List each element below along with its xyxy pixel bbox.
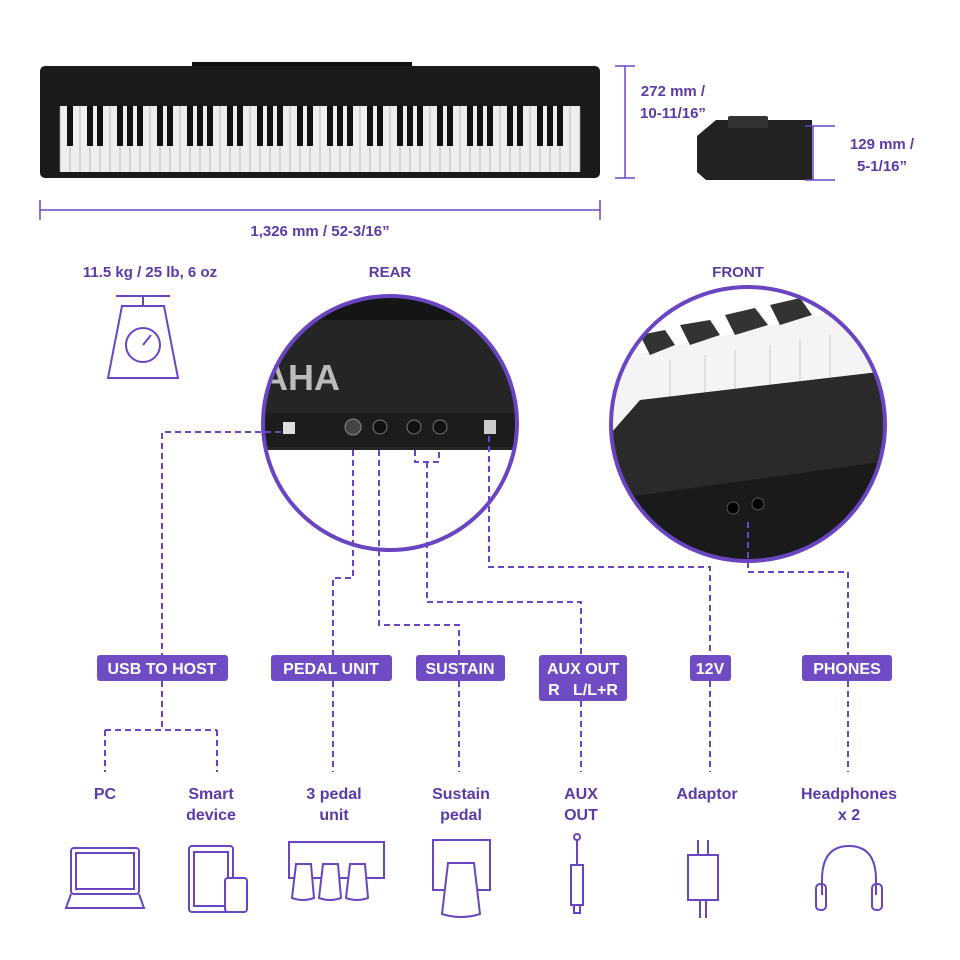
piano-top-view <box>40 62 600 178</box>
device-label-headphones-2: x 2 <box>838 807 860 824</box>
black-key <box>227 106 233 146</box>
rear-heading: REAR <box>369 264 412 281</box>
black-key <box>477 106 483 146</box>
badge-sublabel: R L/L+R <box>548 682 618 699</box>
black-key <box>367 106 373 146</box>
aux-l-port <box>432 419 448 435</box>
black-key <box>187 106 193 146</box>
black-key <box>197 106 203 146</box>
black-key <box>257 106 263 146</box>
width-label: 1,326 mm / 52-3/16” <box>250 223 389 240</box>
badge-label: 12V <box>696 661 725 678</box>
tablet-phone-icon <box>188 845 248 913</box>
dc-in-port <box>484 420 496 434</box>
black-key <box>447 106 453 146</box>
black-key <box>397 106 403 146</box>
black-key <box>237 106 243 146</box>
front-panel-closeup <box>609 285 887 563</box>
piano-side-view: 129 mm / 5-1/16” <box>697 116 915 181</box>
yamaha-logo: AHA <box>262 357 340 398</box>
usb-port <box>283 422 295 434</box>
black-key <box>537 106 543 146</box>
device-label-aux-2: OUT <box>564 807 598 824</box>
black-key <box>507 106 513 146</box>
depth-label-1: 129 mm / <box>850 136 915 153</box>
depth-label-2: 5-1/16” <box>857 158 907 175</box>
black-key <box>327 106 333 146</box>
black-key <box>117 106 123 146</box>
black-key <box>67 106 73 146</box>
device-label-pc: PC <box>94 786 117 803</box>
badge-label: PEDAL UNIT <box>283 661 379 678</box>
sustain-port <box>372 419 388 435</box>
aux-r-port <box>406 419 422 435</box>
badge-phones: PHONES <box>802 655 892 681</box>
device-label-smart-1: Smart <box>188 786 234 803</box>
device-label-pedal-2: unit <box>319 807 349 824</box>
black-key <box>547 106 553 146</box>
rear-panel-closeup: AHA <box>261 294 519 552</box>
badge-label: USB TO HOST <box>107 661 216 678</box>
phones-jack-1 <box>726 501 740 515</box>
scale-icon <box>106 295 180 379</box>
black-key <box>87 106 93 146</box>
black-key <box>417 106 423 146</box>
badge-label: PHONES <box>813 661 881 678</box>
badge-pedal-unit: PEDAL UNIT <box>271 655 392 681</box>
audio-jack-icon <box>570 833 584 914</box>
black-key <box>307 106 313 146</box>
device-label-sustain-1: Sustain <box>432 786 490 803</box>
black-key <box>517 106 523 146</box>
badge-sustain: SUSTAIN <box>416 655 505 681</box>
black-key <box>337 106 343 146</box>
width-dimension: 1,326 mm / 52-3/16” <box>39 200 601 240</box>
black-key <box>157 106 163 146</box>
black-key <box>487 106 493 146</box>
black-key <box>207 106 213 146</box>
device-label-pedal-1: 3 pedal <box>306 786 361 803</box>
device-label-sustain-2: pedal <box>440 807 482 824</box>
black-key <box>347 106 353 146</box>
weight-label: 11.5 kg / 25 lb, 6 oz <box>83 264 217 281</box>
black-key <box>377 106 383 146</box>
black-key <box>467 106 473 146</box>
badge-usb-to-host: USB TO HOST <box>97 655 228 681</box>
front-heading: FRONT <box>712 264 764 281</box>
power-adaptor-icon <box>687 840 719 918</box>
phones-jack-2 <box>751 497 765 511</box>
laptop-icon <box>64 847 146 909</box>
height-dimension: 272 mm / 10-11/16” <box>615 65 706 179</box>
pedal-unit-icon <box>288 841 385 901</box>
device-label-adaptor: Adaptor <box>676 786 737 803</box>
sustain-pedal-icon <box>432 839 491 918</box>
height-label-2: 10-11/16” <box>640 105 706 122</box>
black-key <box>297 106 303 146</box>
pedal-port <box>344 418 362 436</box>
black-key <box>167 106 173 146</box>
black-key <box>407 106 413 146</box>
badge-aux-out: AUX OUT R L/L+R <box>539 655 627 701</box>
black-key <box>557 106 563 146</box>
black-key <box>277 106 283 146</box>
black-key <box>97 106 103 146</box>
black-key <box>437 106 443 146</box>
badge-12v: 12V <box>690 655 731 681</box>
connector-lines <box>104 431 849 772</box>
badge-label: AUX OUT <box>547 661 619 678</box>
headphones-icon <box>815 844 883 911</box>
badge-label: SUSTAIN <box>425 661 494 678</box>
black-key <box>267 106 273 146</box>
device-label-smart-2: device <box>186 807 236 824</box>
device-label-headphones-1: Headphones <box>801 786 897 803</box>
height-label-1: 272 mm / <box>641 83 706 100</box>
device-label-aux-1: AUX <box>564 786 598 803</box>
black-key <box>127 106 133 146</box>
black-key <box>137 106 143 146</box>
